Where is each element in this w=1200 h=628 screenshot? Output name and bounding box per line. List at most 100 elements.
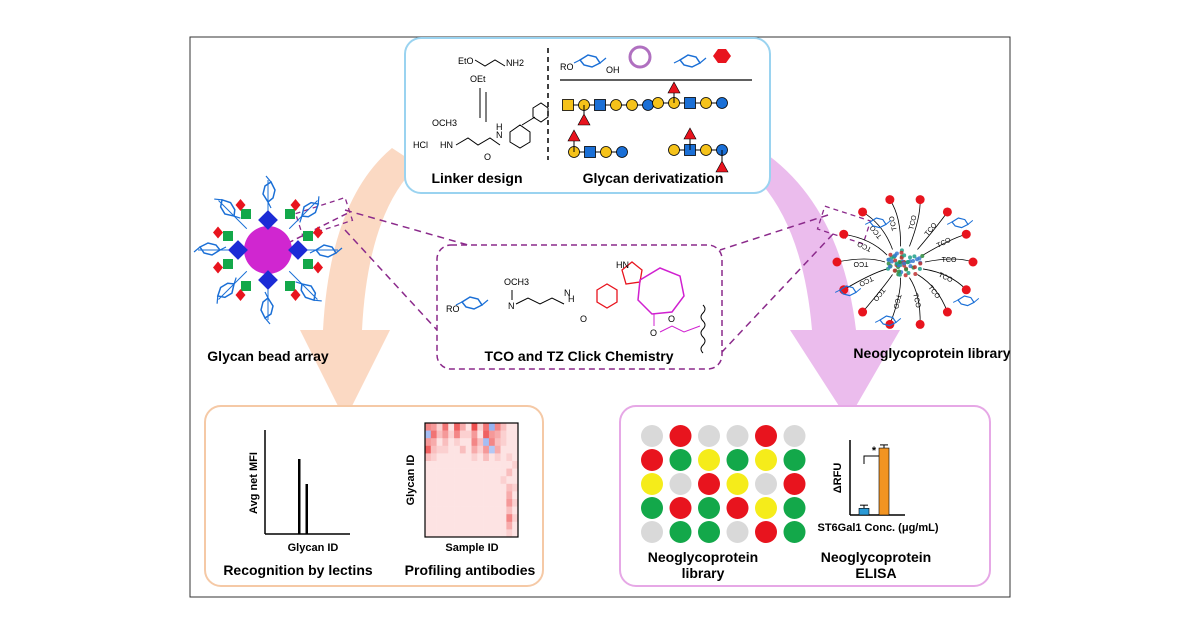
heatmap-cell: [448, 469, 454, 477]
linker-square: [303, 259, 313, 269]
heatmap-cell: [506, 499, 512, 507]
heatmap-cell: [431, 423, 437, 431]
heatmap-cell: [466, 461, 472, 469]
glycan-icon: [261, 292, 273, 324]
heatmap-cell: [466, 499, 472, 507]
chem-label: N: [508, 301, 515, 311]
heatmap-cell: [460, 499, 466, 507]
heatmap-cell: [466, 522, 472, 530]
heatmap-cell: [472, 529, 478, 537]
heatmap-cell: [483, 476, 489, 484]
heatmap-cell: [501, 484, 507, 492]
heatmap-cell: [472, 476, 478, 484]
heatmap-cell: [460, 469, 466, 477]
elisa-caption-line1: Neoglycoprotein: [821, 549, 931, 565]
heatmap-cell: [512, 438, 518, 446]
heatmap-cell: [466, 507, 472, 515]
protein-atom: [913, 272, 917, 276]
protein-atom: [902, 262, 906, 266]
chem-label: O: [484, 152, 491, 162]
heatmap-cell: [460, 446, 466, 454]
protein-atom: [893, 269, 897, 273]
library-dot: [698, 521, 720, 543]
heatmap-cell: [501, 522, 507, 530]
heatmap-cell: [501, 453, 507, 461]
heatmap-cell: [466, 491, 472, 499]
heatmap-cell: [495, 469, 501, 477]
tco-label: TCO: [856, 239, 873, 252]
protein-atom: [911, 259, 915, 263]
heatmap-cell: [472, 461, 478, 469]
protein-atom: [897, 269, 901, 273]
heatmap-cell: [506, 461, 512, 469]
tetrazine-tag: [213, 262, 223, 274]
heatmap-cell: [460, 514, 466, 522]
heatmap-cell: [437, 499, 443, 507]
glycan-icon: [865, 218, 891, 228]
streptavidin-diamond: [258, 210, 278, 230]
glucose-circle: [717, 98, 728, 109]
heatmap-cell: [466, 438, 472, 446]
heatmap-cell: [448, 461, 454, 469]
heatmap-cell: [495, 431, 501, 439]
linker-square: [241, 209, 251, 219]
heatmap-cell: [460, 453, 466, 461]
heatmap-cell: [460, 491, 466, 499]
heatmap-cell: [483, 507, 489, 515]
heatmap-cell: [495, 514, 501, 522]
chem-label: EtO: [458, 56, 474, 66]
tco-label: TCO: [908, 214, 918, 231]
heatmap-cell: [454, 484, 460, 492]
heatmap-cell: [460, 423, 466, 431]
heatmap-cell: [454, 431, 460, 439]
galactose-circle: [611, 100, 622, 111]
heatmap-cell: [489, 514, 495, 522]
heatmap-y-label: Glycan ID: [405, 455, 417, 506]
heatmap-cell: [477, 507, 483, 515]
heatmap-cell: [431, 522, 437, 530]
heatmap-cell: [495, 484, 501, 492]
heatmap-cell: [495, 507, 501, 515]
library-dot: [641, 497, 663, 519]
heatmap-cell: [489, 529, 495, 537]
heatmap-cell: [489, 469, 495, 477]
protein-atom: [904, 273, 908, 277]
protein-atom: [906, 260, 910, 264]
bottom-left-panel: Avg net MFI Glycan ID Recognition by lec…: [205, 406, 543, 586]
heatmap-cell: [466, 423, 472, 431]
heatmap-cell: [448, 476, 454, 484]
protein-atom: [915, 257, 919, 261]
heatmap-cell: [460, 476, 466, 484]
heatmap-cell: [466, 431, 472, 439]
heatmap-cell: [512, 423, 518, 431]
heatmap-cell: [477, 423, 483, 431]
library-dot: [784, 521, 806, 543]
heatmap-cell: [466, 469, 472, 477]
heatmap-cell: [501, 529, 507, 537]
heatmap-cell: [425, 491, 431, 499]
heatmap-cell: [489, 476, 495, 484]
heatmap-cell: [489, 507, 495, 515]
protein-atom: [904, 267, 908, 271]
heatmap-cell: [448, 484, 454, 492]
heatmap-cell: [472, 438, 478, 446]
grid-caption-line2: library: [682, 565, 725, 581]
heatmap-cell: [495, 476, 501, 484]
heatmap-cell: [454, 499, 460, 507]
chem-label: OEt: [470, 74, 486, 84]
heatmap-cell: [489, 431, 495, 439]
heatmap-cell: [442, 476, 448, 484]
heatmap-cell: [472, 507, 478, 515]
heatmap-cell: [501, 507, 507, 515]
heatmap-cell: [431, 469, 437, 477]
heatmap-cell: [495, 461, 501, 469]
heatmap-cell: [495, 453, 501, 461]
protein-atom: [893, 253, 897, 257]
heatmap-cell: [501, 423, 507, 431]
heatmap-cell: [466, 453, 472, 461]
library-dot: [670, 425, 692, 447]
linker-design-caption: Linker design: [431, 170, 522, 186]
heatmap-cell: [425, 529, 431, 537]
elisa-caption-line2: ELISA: [855, 565, 896, 581]
